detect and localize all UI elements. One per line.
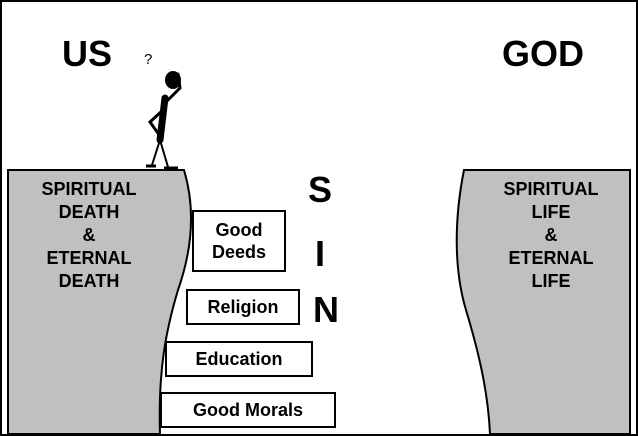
step-label: Good Morals: [192, 400, 303, 420]
step-label: Deeds: [211, 242, 267, 262]
thinking-person-figure: [146, 71, 182, 170]
right-cliff-line: LIFE: [531, 202, 571, 222]
left-cliff-line: SPIRITUAL: [41, 179, 137, 199]
left-cliff-shape: [7, 169, 193, 435]
right-cliff-shape: [455, 169, 631, 435]
left-cliff-label: SPIRITUAL DEATH & ETERNAL DEATH: [14, 178, 164, 293]
right-cliff-label: SPIRITUAL LIFE & ETERNAL LIFE: [476, 178, 626, 293]
right-cliff-line: ETERNAL: [508, 248, 594, 268]
step-label: Good: [215, 220, 263, 240]
sin-letter-s: S: [307, 169, 332, 210]
left-cliff-line: DEATH: [58, 202, 120, 222]
left-cliff-line: DEATH: [58, 271, 120, 291]
sin-letter-n: N: [313, 289, 339, 330]
left-cliff-line: &: [82, 225, 96, 245]
question-mark: ?: [144, 51, 153, 68]
step-education: Education: [165, 341, 313, 377]
step-label: Education: [195, 349, 283, 369]
right-cliff-line: LIFE: [531, 271, 571, 291]
step-label: Religion: [207, 297, 279, 317]
sin-letter-i: I: [314, 233, 325, 274]
left-cliff-line: ETERNAL: [46, 248, 132, 268]
step-good-morals: Good Morals: [160, 392, 336, 428]
right-cliff-line: &: [544, 225, 558, 245]
step-good-deeds: Good Deeds: [192, 210, 286, 272]
heading-us: US: [62, 33, 113, 74]
heading-god: GOD: [502, 33, 585, 74]
step-religion: Religion: [186, 289, 300, 325]
right-cliff-line: SPIRITUAL: [503, 179, 599, 199]
